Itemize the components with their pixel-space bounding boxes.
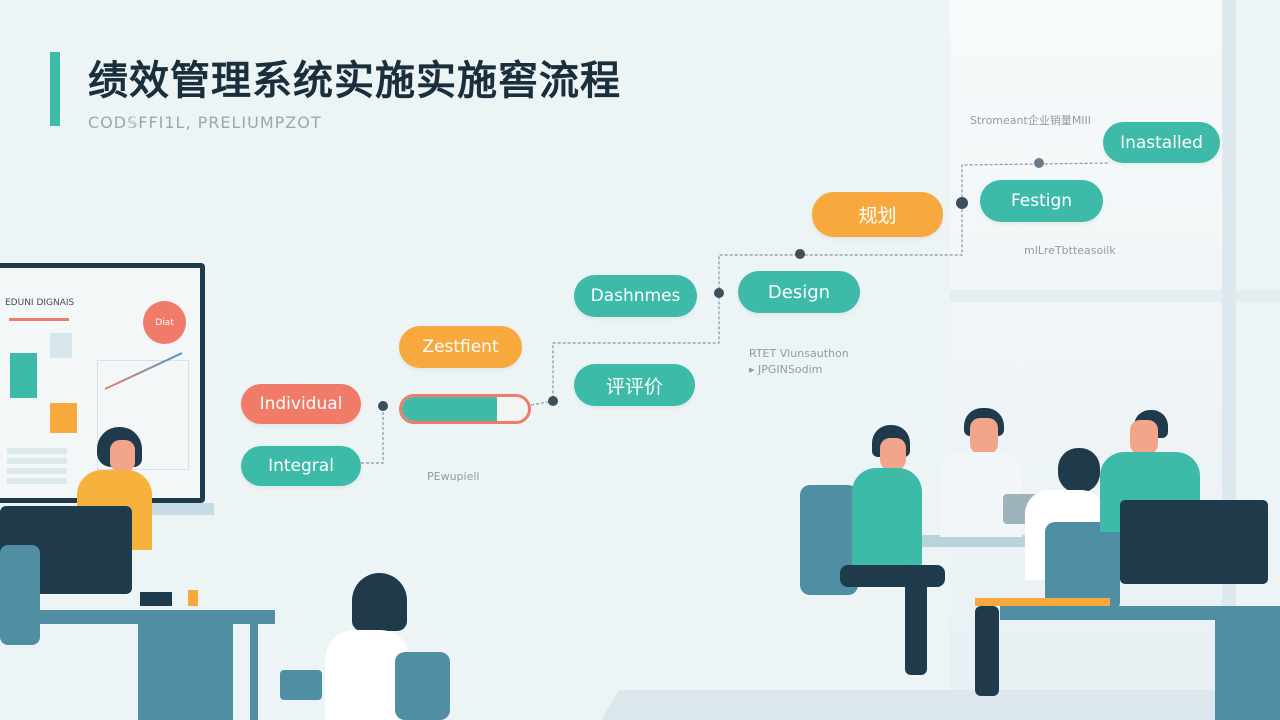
connector-line xyxy=(361,406,384,464)
flow-note: PEwupiell xyxy=(427,470,480,483)
step-installed[interactable]: Inastalled xyxy=(1103,122,1220,163)
step-individual[interactable]: Individual xyxy=(241,384,361,424)
page-subtitle: COD𝕊FFI1L, PRELIUMPZOT xyxy=(88,113,322,132)
step-integral[interactable]: Integral xyxy=(241,446,361,486)
flow-node-dot xyxy=(548,396,558,406)
desk-cup xyxy=(188,590,198,606)
person-face xyxy=(880,438,906,470)
person-legs xyxy=(840,565,945,587)
screen-badge: Diat xyxy=(143,301,186,344)
flow-node-dot xyxy=(1034,158,1044,168)
person-hair xyxy=(1058,448,1100,493)
wall-monitor: EDUNI DIGNAIS Diat xyxy=(0,263,205,503)
screen-heading: EDUNI DIGNAIS xyxy=(5,298,75,308)
screen-bar xyxy=(9,318,69,321)
desk-item xyxy=(975,598,1110,606)
chair xyxy=(0,545,40,645)
person-face xyxy=(970,418,998,454)
flow-note: mlLreTbtteasoilk xyxy=(1024,244,1116,257)
title-accent-bar xyxy=(50,52,60,126)
desk-drawer xyxy=(1215,620,1280,720)
person-legs xyxy=(905,565,927,675)
person-face xyxy=(1130,420,1158,454)
screen-card xyxy=(50,403,77,433)
step-design[interactable]: Design xyxy=(738,271,860,313)
flow-node-dot xyxy=(378,401,388,411)
screen-list xyxy=(7,448,67,488)
page-title: 绩效管理系统实施实施窖流程 xyxy=(88,58,621,104)
tablet xyxy=(280,670,322,700)
person-hair xyxy=(352,573,407,631)
chair xyxy=(1045,522,1120,612)
desk-drawer xyxy=(138,624,233,720)
flow-node-dot xyxy=(714,288,724,298)
person-legs xyxy=(975,606,999,696)
flow-node-dot xyxy=(795,249,805,259)
step-planning[interactable]: 规划 xyxy=(812,192,943,237)
flow-note: ▸ JPGINSodim xyxy=(749,363,823,376)
floor-rug xyxy=(601,690,1280,720)
progress-bar xyxy=(399,394,531,424)
progress-fill xyxy=(402,397,497,421)
flow-node-dot xyxy=(956,197,968,209)
flow-note: RTET Vlunsauthon xyxy=(749,347,849,360)
screen-card xyxy=(10,353,37,398)
desk-item xyxy=(140,592,172,606)
step-dashnmes[interactable]: Dashnmes xyxy=(574,275,697,317)
desk xyxy=(1000,606,1280,620)
monitor-stand xyxy=(150,503,214,515)
desk xyxy=(0,610,275,624)
desk-monitor xyxy=(1120,500,1268,584)
person-face xyxy=(110,440,135,472)
connector-line xyxy=(530,162,1111,406)
step-zestfient[interactable]: Zestfient xyxy=(399,326,522,368)
person-body xyxy=(852,468,922,568)
screen-chart xyxy=(97,360,189,470)
chair xyxy=(395,652,450,720)
desk-leg xyxy=(250,624,258,720)
screen-card xyxy=(50,333,72,358)
step-festign[interactable]: Festign xyxy=(980,180,1103,222)
flow-note: Stromeant企业销量MIII xyxy=(970,114,1092,127)
window-frame xyxy=(950,290,1280,302)
step-evaluation[interactable]: 评评价 xyxy=(574,364,695,406)
